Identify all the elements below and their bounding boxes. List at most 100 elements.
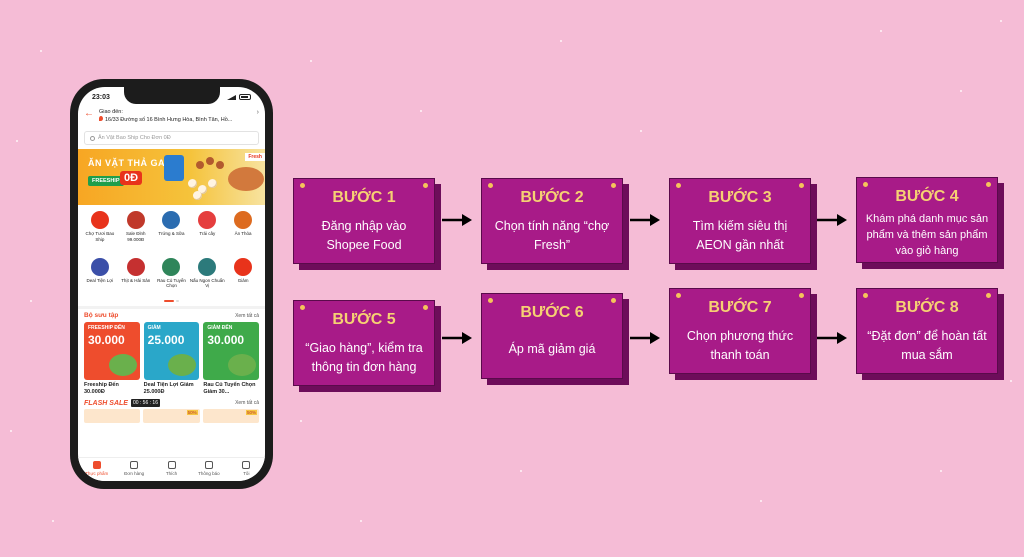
banner-freeship: FREESHIP (88, 176, 124, 186)
flash-item[interactable]: 50% (202, 409, 259, 423)
category-item[interactable]: Deal Tiện Lợi (82, 255, 118, 300)
delivery-address[interactable]: ← Giao đến: 16/33 Đường số 16 Bình Hưng … (78, 107, 265, 129)
category-icon (234, 257, 253, 276)
category-item[interactable]: Nấu Ngon Chuẩn Vị (189, 255, 225, 300)
fishball-image (188, 179, 197, 188)
tab-item[interactable]: Đơn hàng (115, 458, 152, 481)
category-icon (126, 257, 145, 276)
tab-label: Thực phẩm (85, 471, 109, 476)
collection-see-all[interactable]: Xem tất cả (235, 312, 259, 319)
tab-icon (242, 461, 251, 469)
promo-banner[interactable]: ĂN VẶT THẢ GA FREESHIP 0Đ Fresh (78, 149, 265, 205)
step-card: BƯỚC 6 Áp mã giảm giá (481, 293, 629, 385)
category-item[interactable]: Sale Đỉnh 99.000Đ (118, 208, 154, 253)
category-label: Thịt & Hải Sản (121, 277, 151, 283)
tab-icon (92, 461, 101, 469)
pin-icon (799, 293, 804, 298)
pin-icon (676, 293, 681, 298)
vegetable-image (168, 354, 197, 376)
skewer-image (216, 161, 224, 169)
battery-icon (239, 94, 251, 100)
pin-icon (423, 183, 428, 188)
discount-badge: 50% (186, 410, 198, 415)
arrow-right-icon (817, 332, 847, 344)
category-label: Ăn Thỏa (234, 231, 252, 236)
collection-tag: FREESHIP ĐẾN (88, 325, 125, 331)
tab-icon (204, 461, 213, 469)
tab-label: Đơn hàng (124, 471, 145, 476)
pin-icon (863, 182, 868, 187)
collection-amount: 25.000 (147, 333, 185, 347)
category-item[interactable]: Giảm (225, 255, 261, 300)
flash-see-all[interactable]: Xem tất cả (235, 400, 259, 406)
category-item[interactable]: Ăn Thỏa (225, 208, 261, 253)
search-input[interactable]: Ăn Vặt Bao Ship Cho Đơn 0Đ (84, 131, 259, 145)
category-label: Giảm (237, 277, 249, 283)
category-icon (234, 211, 253, 229)
flash-sale-items: 50% 50% (78, 409, 265, 423)
category-icon (90, 257, 109, 276)
page-indicator (78, 300, 265, 302)
category-item[interactable]: Trái cây (189, 208, 225, 253)
tab-icon (130, 461, 139, 469)
flash-item[interactable] (84, 409, 141, 423)
chevron-right-icon[interactable]: › (256, 109, 259, 116)
tab-item[interactable]: Thực phẩm (78, 458, 115, 481)
category-item[interactable]: Rau Củ Tuyển Chọn (154, 255, 190, 300)
pin-icon (611, 183, 616, 188)
category-icon (198, 211, 217, 229)
flash-sale-header: FLASH SALE 00 : 56 : 16 Xem tất cả (78, 396, 265, 409)
collection-label: Freeship Đến 30.000Đ (84, 382, 119, 395)
arrow-right-icon (442, 214, 472, 226)
skewer-image (206, 157, 214, 165)
tab-item[interactable]: Tôi (228, 458, 265, 481)
discount-badge: 50% (245, 410, 257, 415)
step-title: BƯỚC 6 (520, 304, 584, 321)
collection-amount: 30.000 (88, 333, 125, 347)
fishball-image (193, 191, 202, 200)
back-arrow-icon[interactable]: ← (84, 108, 94, 119)
step-description: Chọn phương thức thanh toán (686, 329, 794, 362)
collection-label: Deal Tiện Lợi Giảm 25.000Đ (143, 382, 194, 395)
category-label: Chợ Tươi Bao Ship (85, 231, 115, 242)
food-bowl-image (228, 167, 264, 191)
category-item[interactable]: Thịt & Hải Sản (118, 255, 154, 300)
step-title: BƯỚC 3 (708, 189, 772, 206)
tab-label: Thông báo (198, 471, 220, 476)
tab-item[interactable]: Thích (153, 458, 190, 481)
step-description: Chọn tính năng “chợ Fresh” (494, 219, 610, 252)
step-title: BƯỚC 7 (708, 299, 772, 316)
step-title: BƯỚC 5 (332, 311, 396, 328)
vegetable-image (228, 354, 257, 376)
category-item[interactable]: Trứng & Sữa (154, 208, 190, 253)
pin-icon (488, 183, 493, 188)
phone-mockup: 23:03 ← Giao đến: 16/33 Đường số 16 Bình… (70, 79, 273, 489)
step-title: BƯỚC 4 (895, 188, 959, 205)
arrow-right-icon (630, 332, 660, 344)
pin-icon (423, 305, 428, 310)
category-icon (90, 211, 109, 229)
flash-item[interactable]: 50% (143, 409, 200, 423)
step-description: Đăng nhập vào Shopee Food (321, 219, 407, 252)
phone-notch (123, 87, 220, 104)
step-description: Áp mã giảm giá (508, 342, 596, 356)
pin-icon (799, 183, 804, 188)
search-placeholder: Ăn Vặt Bao Ship Cho Đơn 0Đ (98, 135, 171, 141)
category-item[interactable]: Chợ Tươi Bao Ship (82, 208, 118, 253)
status-time: 23:03 (92, 93, 110, 101)
collection-tag: GIẢM ĐẾN (207, 325, 233, 331)
collection-amount: 30.000 (207, 333, 245, 347)
skewer-image (196, 161, 204, 169)
arrow-right-icon (630, 214, 660, 226)
status-bar: 23:03 (78, 87, 265, 107)
category-label: Trứng & Sữa (158, 231, 185, 236)
tab-icon (167, 461, 176, 469)
arrow-right-icon (817, 214, 847, 226)
arrow-right-icon (442, 332, 472, 344)
tab-item[interactable]: Thông báo (190, 458, 227, 481)
